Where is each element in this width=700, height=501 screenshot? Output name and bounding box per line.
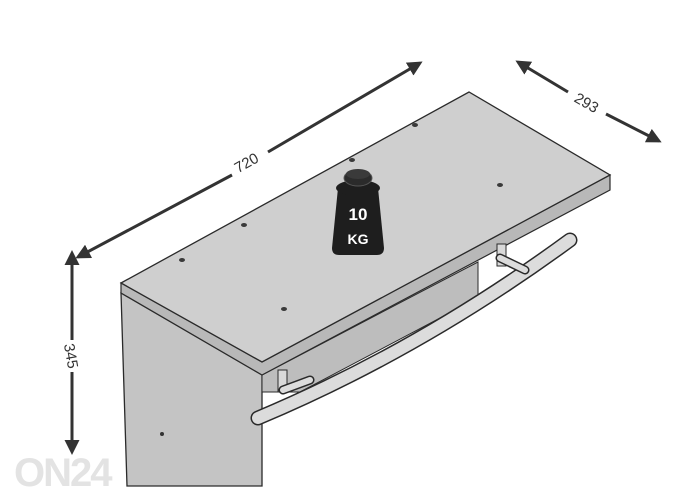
weight-body — [332, 188, 384, 255]
shelf-holes — [179, 123, 503, 311]
hanging-rail-fill — [252, 234, 576, 424]
shelf-hole — [412, 123, 418, 127]
width-arrow-left — [75, 173, 233, 259]
width-label: 720 — [232, 150, 262, 177]
shelf-hole — [179, 258, 185, 262]
side-panel-hole — [160, 432, 164, 436]
rail-arm-left-fill — [280, 377, 313, 393]
shelf-hole — [241, 223, 247, 227]
shelf-hole — [497, 183, 503, 187]
depth-label: 293 — [571, 90, 601, 117]
depth-arrow-right — [605, 112, 662, 143]
shelf-hole — [281, 307, 287, 311]
rail-arm-right-fill — [497, 255, 528, 273]
weight-top — [336, 180, 380, 196]
weight-amount: 10 — [349, 205, 368, 224]
weight-icon: 10 KG — [332, 169, 384, 255]
depth-arrow-left — [515, 60, 569, 94]
weight-unit: KG — [348, 231, 369, 247]
under-shelf-bracket — [261, 261, 479, 393]
weight-handle-top — [346, 169, 370, 179]
width-arrow-right — [267, 61, 423, 154]
shelf-hole — [349, 158, 355, 162]
watermark-logo: ON24 — [14, 451, 113, 495]
height-label: 345 — [60, 342, 81, 370]
